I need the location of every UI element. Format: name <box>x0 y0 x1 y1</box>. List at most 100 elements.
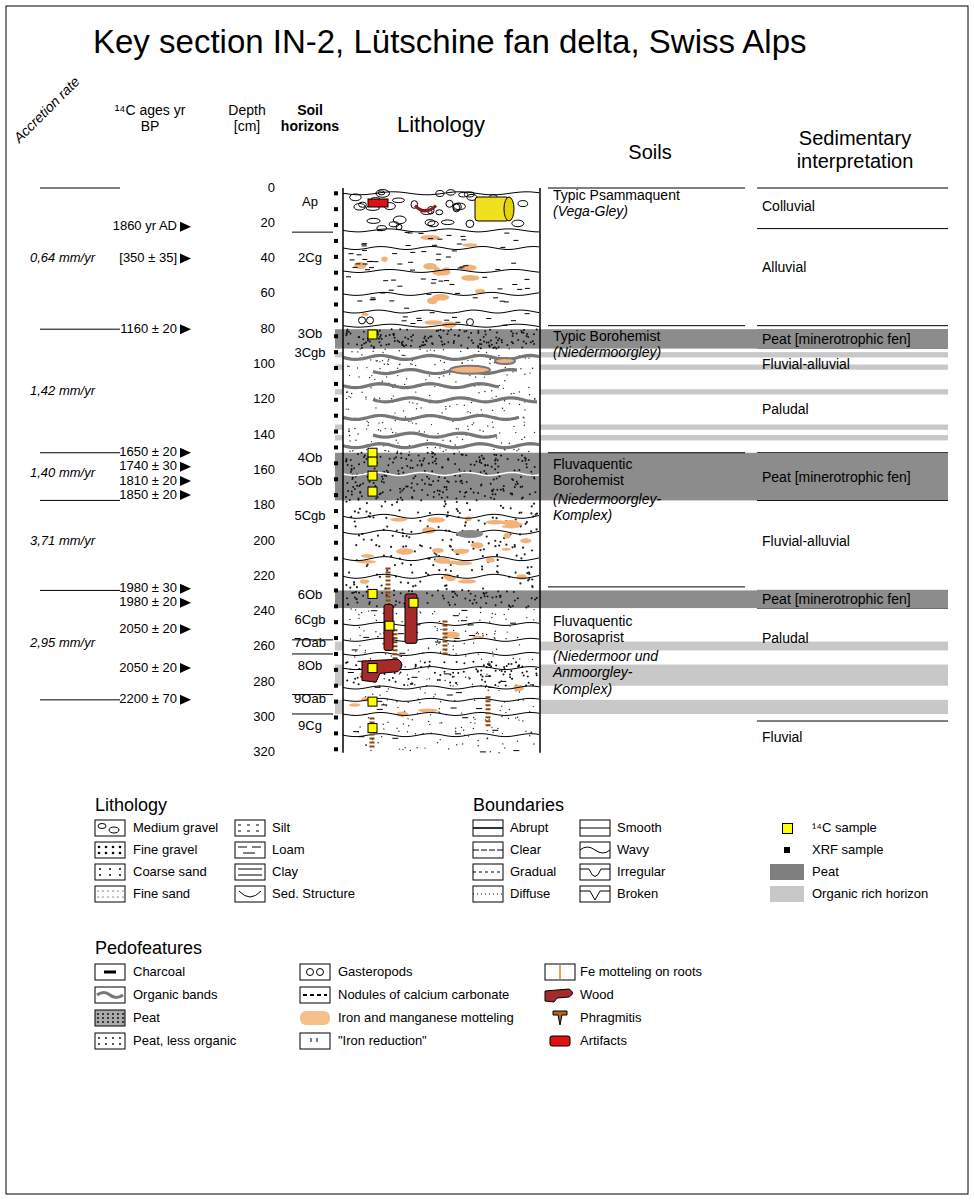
section-graphic <box>454 334 456 336</box>
legend-text: "Iron reduction" <box>338 1034 427 1049</box>
section-graphic <box>358 376 359 377</box>
section-graphic <box>406 245 411 246</box>
section-graphic <box>453 685 454 686</box>
section-graphic <box>469 635 475 636</box>
section-graphic <box>453 549 469 554</box>
section-graphic <box>368 425 369 426</box>
section-graphic <box>352 486 354 488</box>
section-graphic <box>365 342 367 344</box>
section-graphic <box>348 428 349 429</box>
section-graphic <box>504 533 511 539</box>
section-graphic <box>361 344 363 346</box>
section-graphic <box>399 363 400 364</box>
section-graphic <box>442 344 444 346</box>
xrf-sample <box>334 445 338 449</box>
legend-symbol <box>580 842 610 858</box>
section-graphic <box>348 396 349 397</box>
section-graphic <box>479 459 481 461</box>
legend-symbol <box>256 831 259 832</box>
legend-symbol <box>98 852 101 855</box>
section-graphic <box>493 732 494 733</box>
section-graphic <box>487 596 489 598</box>
section-graphic <box>392 333 394 335</box>
section-graphic <box>345 584 347 586</box>
section-graphic <box>443 598 445 600</box>
section-graphic <box>471 402 472 403</box>
legend-symbol <box>235 886 265 902</box>
section-graphic <box>411 590 413 592</box>
section-graphic <box>475 461 477 463</box>
xrf-sample <box>334 382 338 386</box>
section-graphic <box>373 261 378 262</box>
section-graphic <box>476 633 477 634</box>
section-graphic <box>387 363 388 364</box>
section-graphic <box>381 338 383 340</box>
section-graphic <box>511 678 512 679</box>
section-graphic <box>467 319 474 326</box>
section-graphic <box>405 344 407 346</box>
section-graphic <box>351 490 353 492</box>
section-graphic <box>529 493 531 495</box>
section-graphic <box>497 466 499 468</box>
section-graphic <box>357 351 358 352</box>
section-graphic <box>481 566 483 568</box>
section-graphic <box>523 341 525 343</box>
section-graphic <box>345 501 347 503</box>
section-graphic <box>361 392 362 393</box>
section-graphic <box>403 684 405 686</box>
section-graphic <box>513 658 514 659</box>
section-graphic <box>486 634 487 635</box>
section-graphic <box>526 521 528 523</box>
section-graphic <box>439 447 440 448</box>
section-graphic <box>450 539 452 541</box>
section-graphic <box>477 670 479 672</box>
section-graphic <box>358 534 360 536</box>
section-graphic <box>399 653 405 654</box>
section-graphic <box>464 331 466 333</box>
section-graphic <box>428 462 430 464</box>
legend-text: Organic rich horizon <box>812 887 928 902</box>
section-graphic <box>432 613 433 614</box>
section-graphic <box>419 460 421 462</box>
section-graphic <box>477 330 479 332</box>
section-graphic <box>525 279 530 280</box>
section-graphic <box>391 428 392 429</box>
section-graphic <box>349 587 351 589</box>
section-graphic <box>392 677 394 679</box>
legend-symbol <box>311 1038 312 1042</box>
section-graphic <box>421 251 426 252</box>
section-graphic <box>532 368 533 369</box>
section-graphic <box>486 318 491 319</box>
legend-symbol <box>102 896 103 897</box>
section-graphic <box>437 330 439 332</box>
section-graphic <box>520 557 522 559</box>
section-graphic <box>457 510 459 512</box>
section-graphic <box>427 517 445 523</box>
peat-band-fill <box>335 590 948 608</box>
section-graphic <box>498 346 500 348</box>
section-graphic <box>548 452 745 453</box>
section-graphic <box>483 593 485 595</box>
section-graphic <box>363 630 364 631</box>
age-arrow <box>180 584 191 594</box>
c14-sample <box>368 589 377 598</box>
section-graphic <box>498 752 499 753</box>
section-graphic <box>379 633 380 634</box>
section-graphic <box>352 450 353 451</box>
section-graphic <box>426 592 428 594</box>
legend-symbol <box>107 1017 109 1019</box>
section-graphic <box>458 469 460 471</box>
section-graphic <box>512 220 524 227</box>
section-graphic <box>505 685 507 687</box>
section-graphic <box>533 619 534 620</box>
section-graphic <box>488 542 490 544</box>
section-graphic <box>410 363 411 364</box>
section-graphic <box>396 728 397 729</box>
section-graphic <box>527 579 529 581</box>
section-graphic <box>372 516 374 518</box>
section-graphic <box>459 193 468 197</box>
legend-symbol <box>95 886 125 902</box>
section-graphic <box>389 290 394 291</box>
section-graphic <box>521 460 523 462</box>
xrf-sample <box>334 684 338 688</box>
